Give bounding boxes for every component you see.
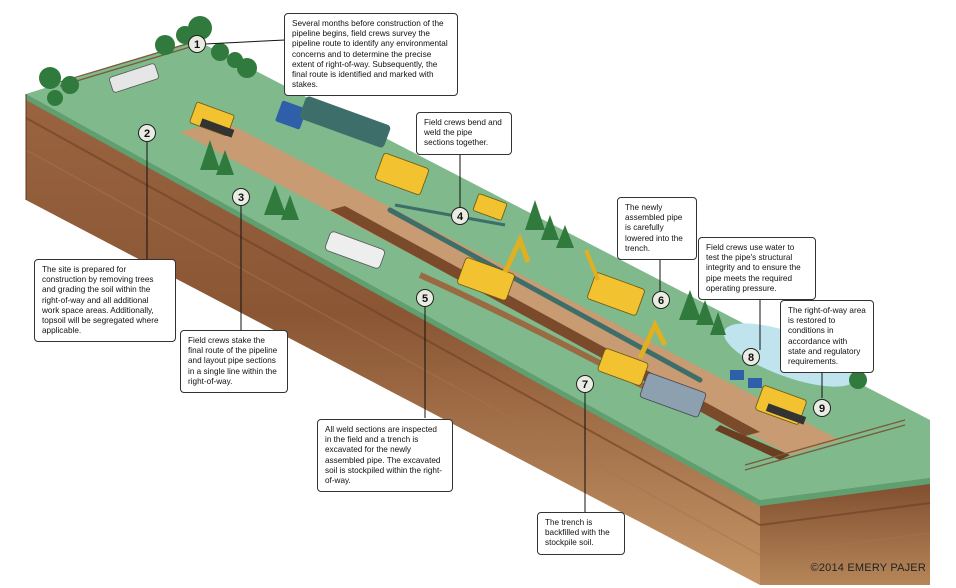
step-5-marker: 5 xyxy=(416,289,434,307)
survey-pickup-truck xyxy=(109,63,159,93)
soil-layer-line-1 xyxy=(25,117,931,527)
callout-leaders xyxy=(146,39,823,513)
fence-right xyxy=(744,419,906,471)
step-7-text: The trench is backfilled with the stockp… xyxy=(545,518,610,548)
grading-bulldozer xyxy=(189,101,235,138)
backfill-section xyxy=(715,425,790,460)
dump-truck xyxy=(639,372,707,418)
step-7-callout: The trench is backfilled with the stockp… xyxy=(537,512,625,555)
step-5-text: All weld sections are inspected in the f… xyxy=(325,425,442,486)
assembled-pipe xyxy=(387,207,703,383)
backfill-excavator xyxy=(597,319,668,386)
step-6-callout: The newly assembled pipe is carefully lo… xyxy=(617,197,697,261)
step-6-marker: 6 xyxy=(652,291,670,309)
soil-right-face xyxy=(760,478,930,585)
pipe-layer-sideboom xyxy=(584,249,645,316)
soil-layer-line-2 xyxy=(25,149,931,556)
step-9-marker: 9 xyxy=(813,399,831,417)
step-2-callout: The site is prepared for construction by… xyxy=(34,259,176,343)
fence-left xyxy=(59,39,201,87)
step-1-text: Several months before construction of th… xyxy=(292,19,448,90)
step-9-callout: The right-of-way area is restored to con… xyxy=(780,300,874,374)
welding-tractor xyxy=(472,193,508,221)
grass-edge-strip xyxy=(26,94,760,506)
trench-excavator xyxy=(457,233,531,301)
step-4-text: Field crews bend and weld the pipe secti… xyxy=(424,118,502,148)
restoration-bulldozer xyxy=(755,385,807,425)
step-5-callout: All weld sections are inspected in the f… xyxy=(317,419,453,493)
step-4-marker: 4 xyxy=(451,207,469,225)
step-6-text: The newly assembled pipe is carefully lo… xyxy=(625,203,683,253)
pipe-hauling-truck xyxy=(275,96,391,148)
step-1-marker: 1 xyxy=(188,35,206,53)
step-8-marker: 8 xyxy=(742,348,760,366)
white-pickup-truck xyxy=(325,231,385,269)
step-8-text: Field crews use water to test the pipe's… xyxy=(706,243,801,293)
step-2-text: The site is prepared for construction by… xyxy=(42,265,159,336)
grass-right-edge xyxy=(760,478,930,506)
step-2-marker: 2 xyxy=(138,124,156,142)
step-3-callout: Field crews stake the final route of the… xyxy=(180,330,288,394)
trees xyxy=(39,16,867,389)
step-7-marker: 7 xyxy=(576,375,594,393)
step-9-text: The right-of-way area is restored to con… xyxy=(788,306,866,367)
step-4-callout: Field crews bend and weld the pipe secti… xyxy=(416,112,512,155)
pipe-sections-line xyxy=(394,203,506,227)
step-1-callout: Several months before construction of th… xyxy=(284,13,458,97)
water-pump-equipment xyxy=(730,370,762,388)
step-3-text: Field crews stake the final route of the… xyxy=(188,336,278,386)
copyright-credit: ©2014 EMERY PAJER xyxy=(810,562,926,574)
step-8-callout: Field crews use water to test the pipe's… xyxy=(698,237,816,301)
step-3-marker: 3 xyxy=(232,188,250,206)
pipe-bending-loader xyxy=(375,153,429,195)
